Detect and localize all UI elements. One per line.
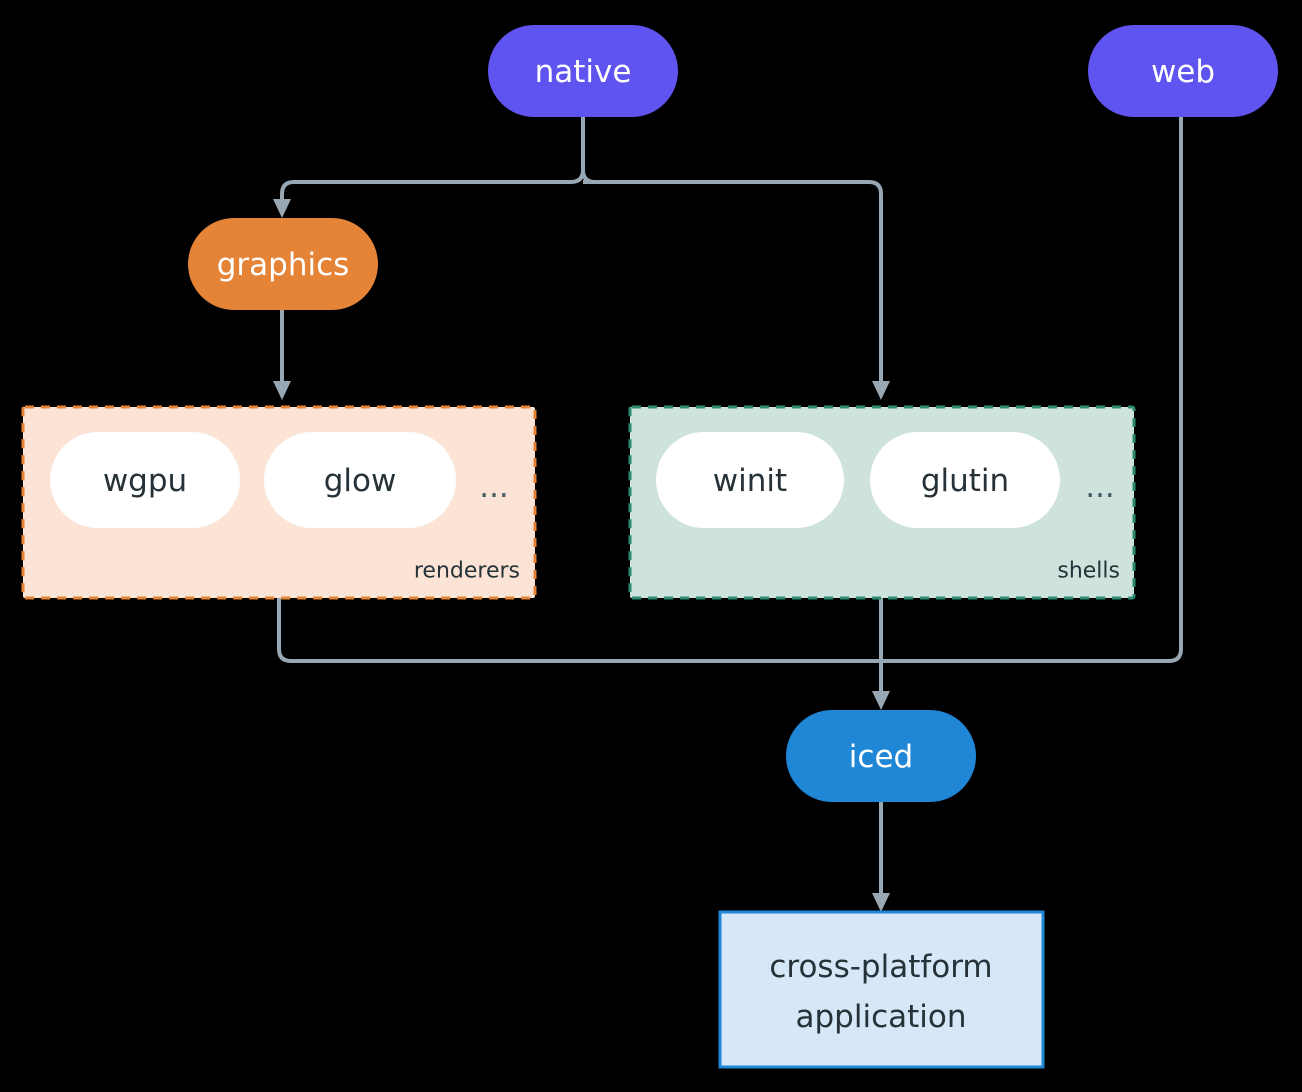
renderer-pill-wgpu-label: wgpu	[103, 463, 187, 499]
arrowhead-native-to-shells	[872, 381, 890, 400]
renderers-ellipsis: ...	[479, 469, 509, 505]
arrowhead-merge-to-iced	[872, 691, 890, 710]
arrowhead-native-to-graphics	[273, 199, 291, 218]
arrowhead-iced-to-application	[872, 893, 890, 912]
node-web-shape	[1088, 25, 1278, 117]
edge-native-to-shells	[583, 180, 883, 386]
node-web[interactable]: web	[1088, 25, 1278, 117]
node-graphics-shape	[188, 218, 378, 310]
renderer-pill-wgpu[interactable]: wgpu	[50, 432, 240, 528]
shells-ellipsis: ...	[1085, 469, 1115, 505]
arrowhead-graphics-to-renderers	[273, 381, 291, 400]
edge-layer	[273, 117, 1183, 912]
node-native-label: native	[535, 54, 632, 90]
node-native[interactable]: native	[488, 25, 678, 117]
node-iced-label: iced	[849, 739, 913, 775]
node-iced-shape	[786, 710, 976, 802]
shell-pill-glutin-label: glutin	[921, 463, 1009, 499]
renderer-pill-glow[interactable]: glow	[264, 432, 456, 528]
node-iced[interactable]: iced	[786, 710, 976, 802]
node-web-label: web	[1151, 54, 1215, 90]
edge-native-to-graphics	[280, 117, 585, 204]
edge-renderers-to-iced	[277, 598, 881, 663]
node-application[interactable]: cross-platform application	[718, 910, 1045, 1069]
shells-group-caption: shells	[1057, 559, 1120, 584]
group-renderers: wgpu glow ... renderers	[21, 405, 537, 600]
edge-web-to-iced	[881, 117, 1183, 663]
node-native-shape	[488, 25, 678, 117]
group-shells: winit glutin ... shells	[628, 405, 1136, 600]
node-application-label-line-1: cross-platform	[769, 949, 992, 985]
shell-pill-glutin[interactable]: glutin	[870, 432, 1060, 528]
renderers-group-caption: renderers	[414, 559, 520, 584]
node-graphics-label: graphics	[217, 247, 350, 283]
renderer-pill-glow-label: glow	[324, 463, 397, 499]
shell-pill-winit[interactable]: winit	[656, 432, 844, 528]
node-application-label-line-2: application	[796, 999, 967, 1035]
shell-pill-winit-label: winit	[713, 463, 787, 499]
node-application-shape	[718, 910, 1045, 1069]
node-graphics[interactable]: graphics	[188, 218, 378, 310]
